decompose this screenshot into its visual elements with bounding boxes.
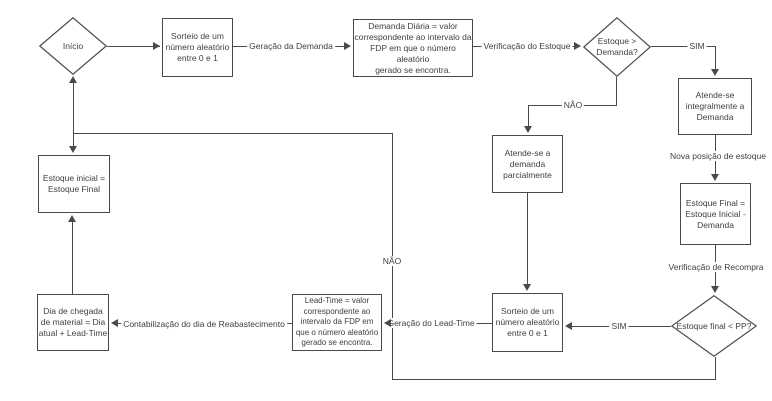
diamond-shape-icon xyxy=(671,295,757,357)
node-dia-chegada: Dia de chegada de material = Dia atual +… xyxy=(37,294,109,351)
diamond-shape-icon xyxy=(583,17,651,77)
node-lead-time-label: Lead-Time = valor correspondente ao inte… xyxy=(295,296,379,348)
edge-label-verificacao-estoque: Verificação do Estoque xyxy=(481,41,573,51)
node-inicio-label: Início xyxy=(62,40,84,51)
node-demanda-diaria: Demanda Diária = valor correspondente ao… xyxy=(353,19,473,77)
arrowhead-icon xyxy=(523,284,531,291)
node-atende-integralmente-label: Atende-se integralmente a Demanda xyxy=(685,90,745,122)
node-estoque-final: Estoque Final = Estoque Inicial - Demand… xyxy=(680,183,751,245)
node-sorteio-aleatorio-1-label: Sorteio de um número aleatório entre 0 e… xyxy=(165,31,230,63)
arrowhead-icon xyxy=(524,126,532,133)
node-estoque-final-label: Estoque Final = Estoque Inicial - Demand… xyxy=(685,197,746,230)
edge-label-sim-recompra: SIM xyxy=(609,321,629,331)
diamond-shape-icon xyxy=(39,17,107,75)
node-inicio: Início xyxy=(39,17,107,75)
connector-inicio-sorteio1 xyxy=(107,46,160,47)
arrowhead-icon xyxy=(711,174,719,181)
connector-nao-loop-down xyxy=(715,357,716,379)
node-sorteio-aleatorio-2-label: Sorteio de um número aleatório entre 0 e… xyxy=(495,306,560,338)
edge-label-contabilizacao: Contabilização do dia de Reabastecimento xyxy=(121,319,287,329)
arrowhead-icon xyxy=(574,42,581,50)
connector-chegada-estoqueinicial xyxy=(72,222,73,294)
node-atende-parcialmente-label: Atende-se a demanda parcialmente xyxy=(503,147,552,180)
node-sorteio-aleatorio-1: Sorteio de um número aleatório entre 0 e… xyxy=(162,18,233,77)
node-estoque-inicial: Estoque inicial = Estoque Final xyxy=(38,155,110,213)
node-decisao-estoque-pp-label: Estoque final < PP? xyxy=(676,320,752,331)
edge-label-verificacao-recompra: Verificação de Recompra xyxy=(666,262,766,272)
node-atende-parcialmente: Atende-se a demanda parcialmente xyxy=(492,135,563,193)
arrowhead-icon xyxy=(69,146,77,153)
node-lead-time: Lead-Time = valor correspondente ao inte… xyxy=(292,294,382,351)
connector-nao-loop-bottom xyxy=(392,379,716,380)
connector-nao-loop-top xyxy=(73,133,393,134)
arrowhead-icon xyxy=(711,286,719,293)
node-atende-integralmente: Atende-se integralmente a Demanda xyxy=(678,78,752,135)
node-sorteio-aleatorio-2: Sorteio de um número aleatório entre 0 e… xyxy=(492,293,563,352)
connector-estoqueinicial-inicio xyxy=(73,83,74,147)
arrowhead-icon xyxy=(69,76,77,83)
connector-nao-vertical-1 xyxy=(616,77,617,105)
arrowhead-icon xyxy=(711,69,719,76)
connector-parcial-sorteio2 xyxy=(527,193,528,285)
arrowhead-icon xyxy=(344,42,351,50)
node-decisao-estoque-demanda-label: Estoque > Demanda? xyxy=(596,36,638,57)
edge-label-nova-posicao: Nova posição de estoque xyxy=(668,151,768,161)
connector-sim-horizontal xyxy=(651,46,716,47)
node-decisao-estoque-pp: Estoque final < PP? xyxy=(671,295,757,357)
arrowhead-icon xyxy=(111,319,118,327)
arrowhead-icon xyxy=(68,215,76,222)
arrowhead-icon xyxy=(565,322,572,330)
node-dia-chegada-label: Dia de chegada de material = Dia atual +… xyxy=(38,306,108,338)
edge-label-geracao-demanda: Geração da Demanda xyxy=(247,41,335,51)
arrowhead-icon xyxy=(384,319,391,327)
edge-label-sim-estoque: SIM xyxy=(687,41,707,51)
node-estoque-inicial-label: Estoque inicial = Estoque Final xyxy=(42,173,106,194)
arrowhead-icon xyxy=(153,42,160,50)
node-demanda-diaria-label: Demanda Diária = valor correspondente ao… xyxy=(354,20,472,75)
edge-label-nao-estoque: NÃO xyxy=(561,100,585,110)
connector-nao-vertical-2 xyxy=(528,105,529,127)
connector-sim-vertical xyxy=(715,46,716,70)
node-decisao-estoque-demanda: Estoque > Demanda? xyxy=(583,17,651,77)
edge-label-nao-recompra: NÃO xyxy=(380,256,404,266)
edge-label-geracao-leadtime: Geração do Lead-Time xyxy=(385,318,477,328)
